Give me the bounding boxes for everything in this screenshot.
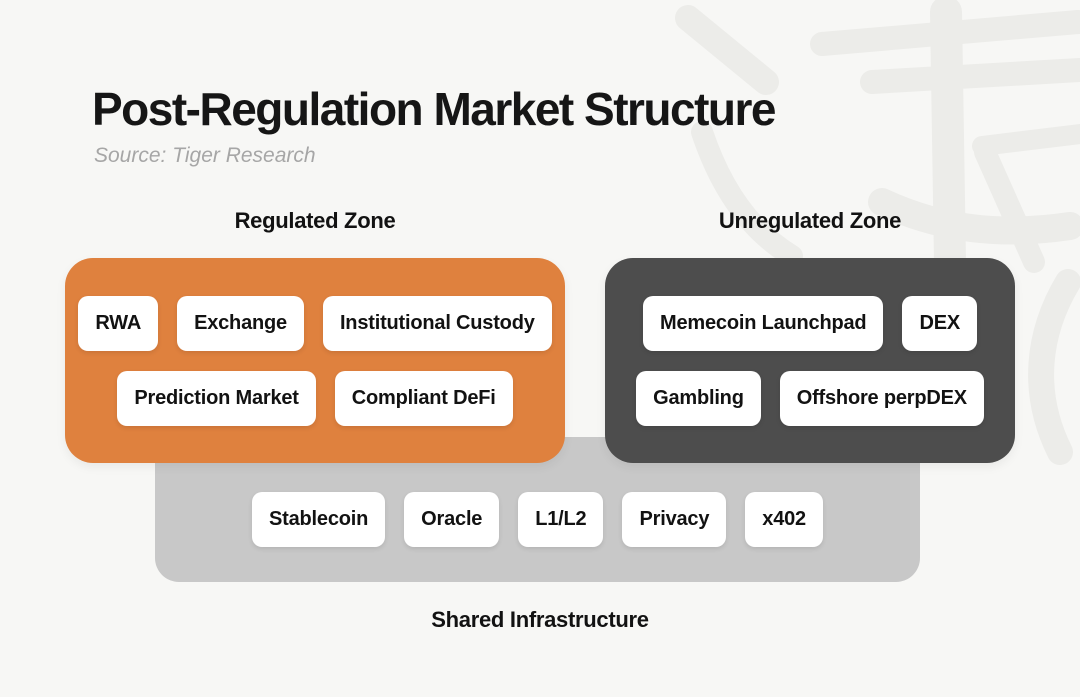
chip-compliant-defi: Compliant DeFi xyxy=(334,370,513,426)
chip-prediction-market: Prediction Market xyxy=(117,370,316,426)
shared-infrastructure-label: Shared Infrastructure xyxy=(431,607,649,632)
regulated-zone-label: Regulated Zone xyxy=(234,208,396,233)
chip-oracle: Oracle xyxy=(404,492,500,547)
chip-x402: x402 xyxy=(745,492,823,547)
unregulated-zone-label: Unregulated Zone xyxy=(718,208,902,233)
chip-dex: DEX xyxy=(902,295,977,351)
tiger-watermark-icon xyxy=(675,0,1080,465)
chip-l1-l2: L1/L2 xyxy=(518,492,604,547)
chip-privacy: Privacy xyxy=(622,492,727,547)
unregulated-zone-container: Memecoin Launchpad DEX Gambling Offshore… xyxy=(605,258,1015,463)
chip-memecoin-launchpad: Memecoin Launchpad xyxy=(643,295,884,351)
unregulated-row-2: Gambling Offshore perpDEX xyxy=(636,370,984,426)
regulated-row-2: Prediction Market Compliant DeFi xyxy=(117,370,513,426)
chip-gambling: Gambling xyxy=(636,370,761,426)
unregulated-row-1: Memecoin Launchpad DEX xyxy=(643,295,977,351)
page-title: Post-Regulation Market Structure xyxy=(92,83,777,135)
regulated-zone-container: RWA Exchange Institutional Custody Predi… xyxy=(65,258,565,463)
chip-exchange: Exchange xyxy=(177,295,304,351)
chip-institutional-custody: Institutional Custody xyxy=(322,295,552,351)
chip-rwa: RWA xyxy=(78,295,159,351)
source-caption: Source: Tiger Research xyxy=(94,144,316,167)
regulated-row-1: RWA Exchange Institutional Custody xyxy=(78,295,552,351)
chip-offshore-perpdex: Offshore perpDEX xyxy=(779,370,984,426)
chip-stablecoin: Stablecoin xyxy=(252,492,386,547)
